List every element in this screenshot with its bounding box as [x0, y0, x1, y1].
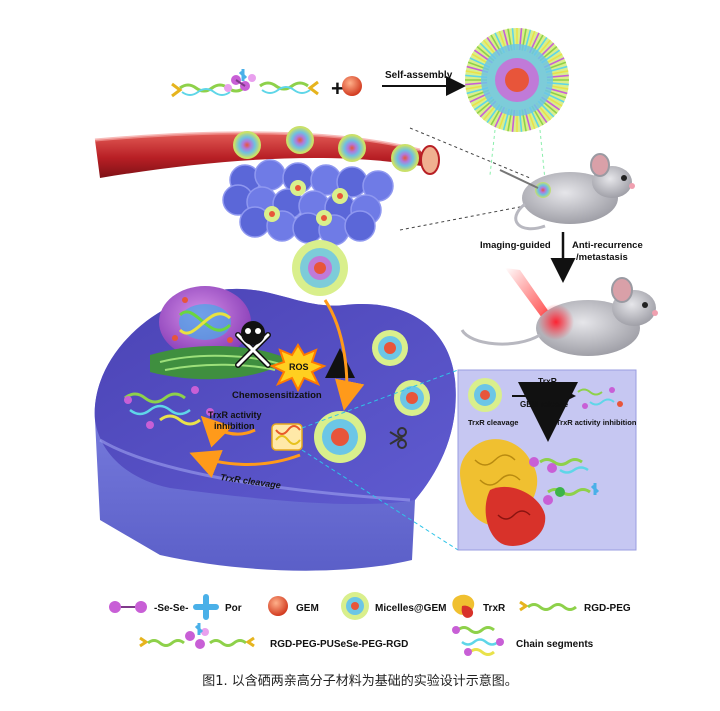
- legend: -Se-Se- Por GEM Micelles@GEM TrxR RGD-PE…: [109, 592, 631, 656]
- label-metastasis: /metastasis: [576, 252, 628, 263]
- label-inset-trxr-cleavage: TrxR cleavage: [468, 418, 518, 427]
- zoom-line-2: [539, 129, 546, 181]
- legend-trxr-label: TrxR: [483, 603, 506, 614]
- gem-sphere-top: [342, 76, 362, 96]
- legend-trxr: TrxR: [452, 594, 506, 618]
- legend-gem-label: GEM: [296, 603, 319, 614]
- legend-rgd-peg: RGD-PEG: [519, 600, 631, 614]
- label-anti-recurrence: Anti-recurrence: [572, 240, 643, 251]
- tumor-micelle-core: [269, 211, 275, 217]
- tumor-cluster: [222, 159, 394, 246]
- dashed-line-top: [409, 127, 531, 179]
- legend-gem: GEM: [268, 596, 319, 616]
- legend-se-se-label: -Se-Se-: [154, 603, 188, 614]
- legend-chain-segments-label: Chain segments: [516, 639, 594, 650]
- legend-se-se: -Se-Se-: [109, 601, 188, 614]
- micelles-in-cell: [314, 330, 430, 463]
- label-ros: ROS: [289, 362, 309, 372]
- label-inset-gem-release: GEM release: [520, 400, 569, 409]
- zoom-line-1: [489, 129, 496, 176]
- legend-por-label: Por: [225, 603, 242, 614]
- inset-link-bottom: [301, 449, 459, 551]
- legend-polymer-label: RGD-PEG-PUSeSe-PEG-RGD: [270, 639, 408, 650]
- micelle-entering-cell: [292, 240, 348, 296]
- blood-vessel: [94, 126, 440, 178]
- mechanism-inset: [457, 369, 637, 551]
- plus-sign: +: [331, 76, 344, 101]
- tumor-cell-blob: [344, 210, 376, 242]
- mouse-injection: [499, 153, 635, 231]
- legend-polymer: RGD-PEG-PUSeSe-PEG-RGD: [139, 623, 408, 650]
- label-trxr-inhibition-1: TrxR activity: [208, 410, 262, 420]
- legend-rgd-peg-label: RGD-PEG: [584, 603, 631, 614]
- legend-por: Por: [193, 594, 242, 620]
- legend-chain-segments: Chain segments: [452, 626, 594, 656]
- legend-micelles-label: Micelles@GEM: [375, 603, 446, 614]
- label-self-assembly: Self-assembly: [385, 70, 453, 81]
- tumor-micelle-core: [337, 193, 343, 199]
- orange-arrow-cleavage: [189, 449, 301, 478]
- figure-caption: 图1. 以含硒两亲高分子材料为基础的实验设计示意图。: [202, 674, 518, 689]
- trxr-protein-cell: [271, 423, 303, 451]
- mouse-laser: [460, 268, 658, 356]
- dashed-line-bottom: [399, 204, 531, 231]
- chain-segments-cell: [124, 386, 214, 429]
- polymer-chain-top: [171, 69, 319, 98]
- syringe: [499, 169, 539, 189]
- legend-micelles: Micelles@GEM: [341, 592, 446, 620]
- tumor-micelle-core: [295, 185, 301, 191]
- micelle-large: [465, 28, 569, 132]
- orange-arrow-entry: [323, 299, 365, 411]
- nucleus: [159, 286, 251, 358]
- ros-burst: [269, 343, 327, 393]
- skull-icon: [235, 321, 271, 368]
- tumor-cell-blob: [254, 159, 286, 191]
- tumor-micelle-core: [321, 215, 327, 221]
- label-inset-trxr-inhibition: TrxR activity inhibition: [556, 418, 637, 427]
- label-imaging-guided: Imaging-guided: [480, 240, 551, 251]
- orange-arrow-inhibition: [200, 415, 256, 448]
- label-chemosensitization: Chemosensitization: [232, 390, 322, 401]
- label-inset-trxr: TrxR: [538, 376, 557, 386]
- scissors-icon: [389, 427, 407, 449]
- label-trxr-inhibition-2: inhibition: [214, 421, 255, 431]
